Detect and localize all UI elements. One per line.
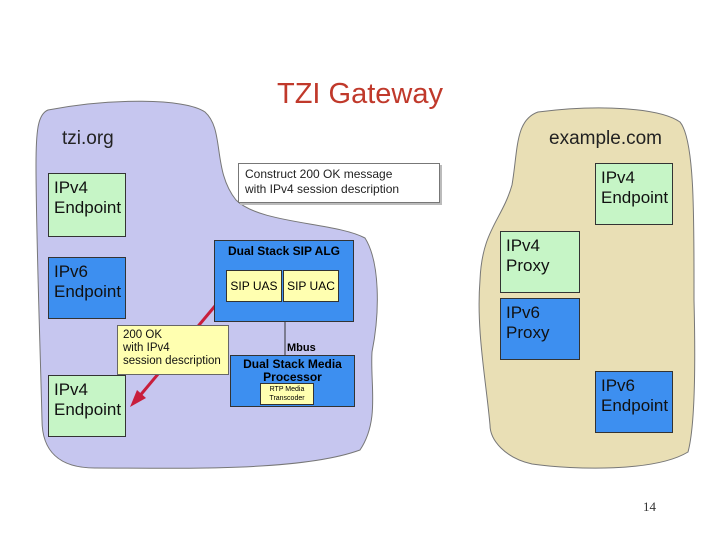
example-com-label: example.com bbox=[549, 128, 662, 149]
tzi-org-label: tzi.org bbox=[62, 128, 114, 149]
tzi-ipv4-endpoint-bottom: IPv4 Endpoint bbox=[48, 375, 126, 437]
example-ipv4-endpoint: IPv4 Endpoint bbox=[595, 163, 673, 225]
sip-alg-title: Dual Stack SIP ALG bbox=[227, 244, 341, 258]
signal-arrow-head bbox=[130, 390, 146, 407]
tzi-ipv4-endpoint-top: IPv4 Endpoint bbox=[48, 173, 126, 237]
rtp-media-transcoder: RTP Media Transcoder bbox=[260, 383, 314, 405]
example-ipv6-endpoint: IPv6 Endpoint bbox=[595, 371, 673, 433]
sip-uac: SIP UAC bbox=[283, 270, 339, 302]
note-construct-200ok: Construct 200 OK message with IPv4 sessi… bbox=[238, 163, 440, 203]
page-number: 14 bbox=[643, 499, 656, 514]
diagram-title: TZI Gateway bbox=[277, 78, 443, 110]
note-200ok-ipv4: 200 OK with IPv4 session description bbox=[117, 325, 229, 375]
tzi-ipv6-endpoint: IPv6 Endpoint bbox=[48, 257, 126, 319]
example-ipv4-proxy: IPv4 Proxy bbox=[500, 231, 580, 293]
sip-uas: SIP UAS bbox=[226, 270, 282, 302]
example-ipv6-proxy: IPv6 Proxy bbox=[500, 298, 580, 360]
mbus-label: Mbus bbox=[287, 342, 316, 354]
